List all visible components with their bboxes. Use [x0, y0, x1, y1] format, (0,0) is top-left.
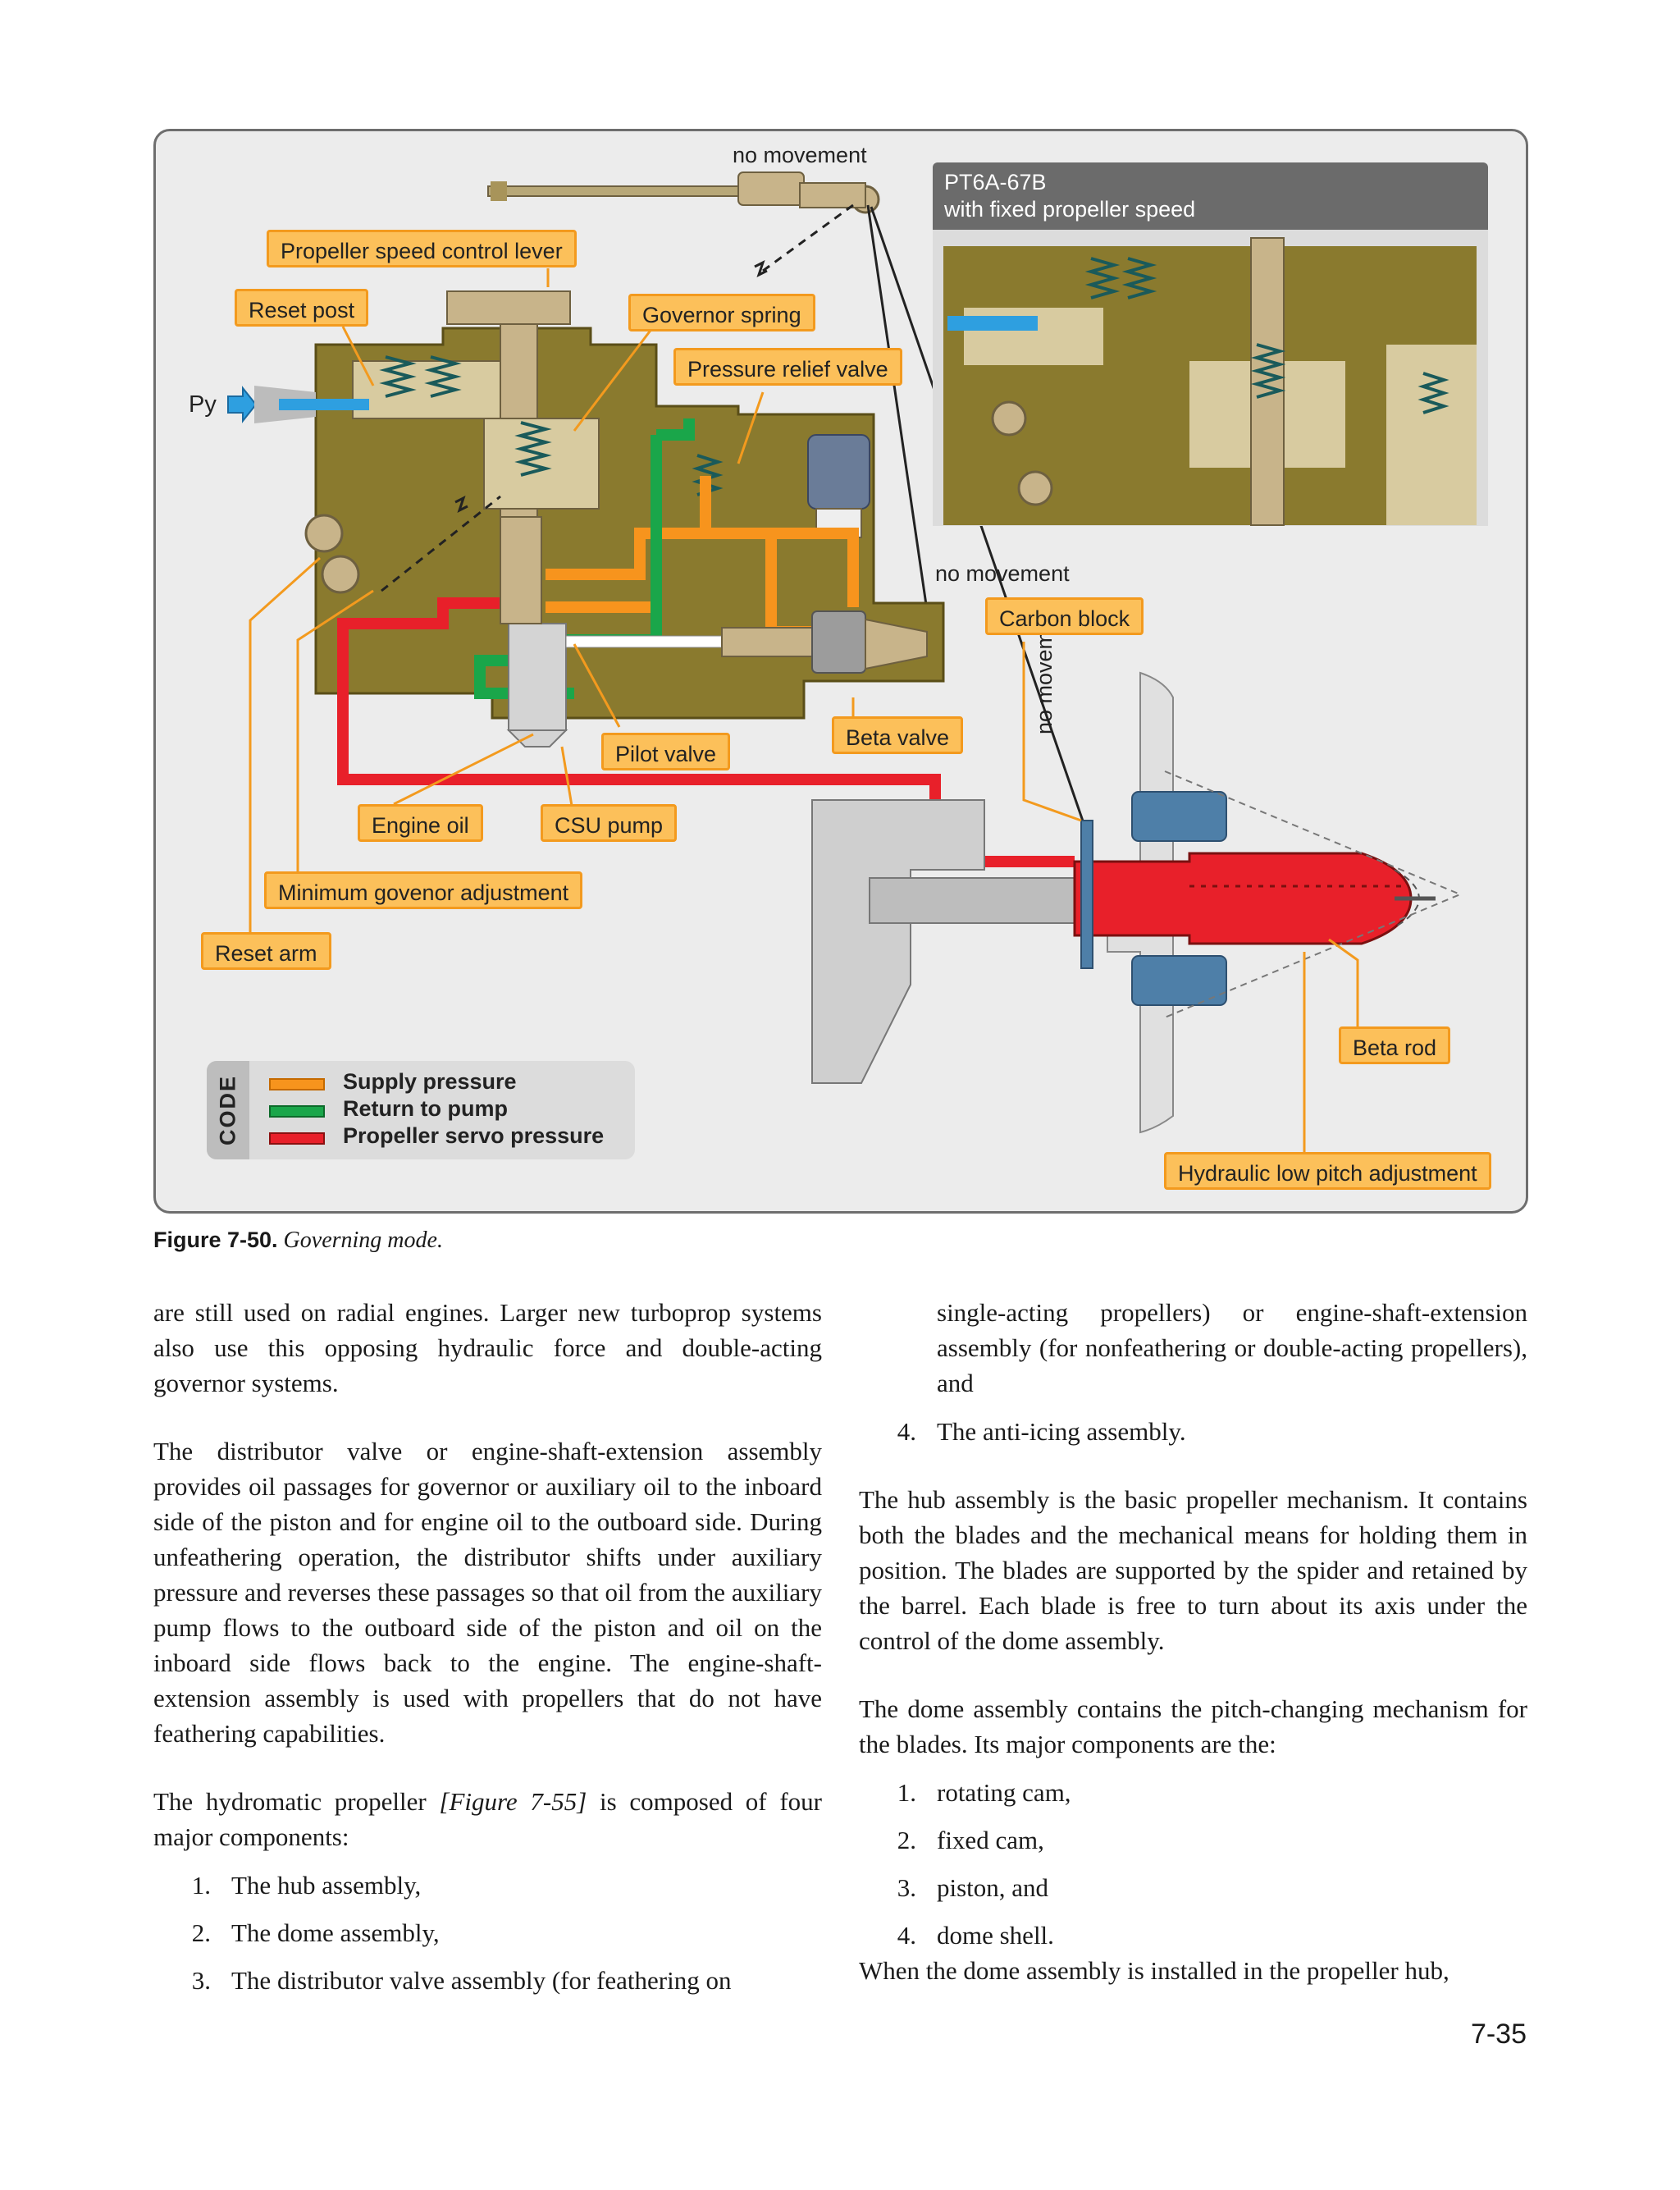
list-text: dome shell.	[937, 1921, 1054, 1950]
legend-label: Return to pump	[343, 1096, 508, 1121]
inset-subtitle: with fixed propeller speed	[944, 197, 1196, 222]
callout-pressure-relief-valve: Pressure relief valve	[673, 348, 902, 386]
callout-engine-oil: Engine oil	[358, 804, 483, 842]
left-paragraph-3-start: The hydromatic propeller	[153, 1787, 440, 1816]
governor-housing	[304, 290, 945, 720]
list-number: 4.	[897, 1417, 916, 1446]
list-item: 2. fixed cam,	[859, 1822, 1527, 1858]
callout-reset-arm: Reset arm	[201, 932, 331, 970]
legend-label: Propeller servo pressure	[343, 1123, 605, 1148]
left-column: are still used on radial engines. Larger…	[153, 1295, 822, 1998]
legend-swatch	[269, 1132, 325, 1145]
list-text: rotating cam,	[937, 1778, 1071, 1807]
list-number: 1.	[897, 1778, 916, 1807]
callout-reset-post: Reset post	[235, 289, 369, 327]
list-item: 4. The anti-icing assembly.	[859, 1414, 1527, 1449]
no-movement-label-mid: no movement	[935, 561, 1070, 586]
figure-caption: Figure 7-50. Governing mode.	[153, 1228, 443, 1254]
propeller-hub	[811, 671, 1463, 1134]
inset-header: PT6A-67B with fixed propeller speed	[933, 162, 1488, 230]
legend-label: Supply pressure	[343, 1069, 517, 1094]
right-column: single-acting propellers) or engine-shaf…	[859, 1295, 1527, 1988]
list-number: 3.	[191, 1966, 211, 1995]
list-text: The distributor valve assembly (for feat…	[231, 1966, 732, 1995]
list-number: 1.	[191, 1871, 211, 1900]
legend-code-tab: CODE	[207, 1061, 249, 1159]
callout-propeller-speed-control-lever: Propeller speed control lever	[267, 230, 577, 267]
list-item: 4. dome shell.	[859, 1918, 1527, 1953]
figure-reference: [Figure 7-55]	[439, 1787, 587, 1816]
py-inlet	[227, 386, 369, 423]
callout-pilot-valve: Pilot valve	[601, 733, 731, 770]
callout-csu-pump: CSU pump	[541, 804, 678, 842]
callout-governor-spring: Governor spring	[628, 294, 815, 331]
list-continuation-text: single-acting propellers) or engine-shaf…	[937, 1298, 1527, 1397]
list-text: The dome assembly,	[231, 1918, 440, 1947]
list-item: 2. The dome assembly,	[153, 1915, 822, 1950]
right-paragraph-2: The dome assembly contains the pitch-cha…	[859, 1694, 1527, 1758]
valves	[500, 516, 928, 748]
left-paragraph-3: The hydromatic propeller [Figure 7-55] i…	[153, 1784, 822, 1854]
callout-minimum-governor-adjustment: Minimum govenor adjustment	[264, 871, 583, 909]
list-number: 2.	[191, 1918, 211, 1947]
list-item: 1. rotating cam,	[859, 1775, 1527, 1810]
no-movement-label-top: no movement	[733, 143, 867, 167]
list-number: 3.	[897, 1873, 916, 1902]
left-paragraph-2: The distributor valve or engine-shaft-ex…	[153, 1437, 822, 1748]
leader-lines	[249, 268, 1359, 1160]
callout-beta-valve: Beta valve	[832, 716, 964, 754]
left-paragraph-3-end: is composed of four major components:	[153, 1787, 822, 1851]
figure-number: Figure 7-50.	[153, 1228, 278, 1252]
list-text: piston, and	[937, 1873, 1049, 1902]
list-item: 3. piston, and	[859, 1870, 1527, 1905]
callout-carbon-block: Carbon block	[985, 597, 1144, 635]
py-label: Py	[189, 391, 217, 418]
legend: CODE Supply pressure Return to pump Prop…	[207, 1061, 635, 1159]
left-paragraph-1: are still used on radial engines. Larger…	[153, 1298, 822, 1397]
callout-hydraulic-low-pitch-adjustment: Hydraulic low pitch adjustment	[1164, 1152, 1491, 1190]
figure-title: Governing mode.	[283, 1228, 443, 1253]
break-marks	[454, 260, 768, 513]
legend-swatch	[269, 1078, 325, 1090]
list-number: 4.	[897, 1921, 916, 1950]
legend-swatch	[269, 1105, 325, 1118]
list-text: The anti-icing assembly.	[937, 1417, 1186, 1446]
governor-diagram	[227, 171, 1488, 1160]
legend-code-label: CODE	[215, 1074, 240, 1146]
inset-panel	[933, 230, 1488, 526]
callout-beta-rod: Beta rod	[1339, 1026, 1451, 1064]
right-paragraph-1: The hub assembly is the basic propeller …	[859, 1485, 1527, 1655]
list-continuation: single-acting propellers) or engine-shaf…	[859, 1295, 1527, 1401]
list-number: 2.	[897, 1826, 916, 1854]
list-item: 3. The distributor valve assembly (for fe…	[153, 1963, 822, 1998]
right-paragraph-3: When the dome assembly is installed in t…	[859, 1956, 1449, 1985]
list-text: The hub assembly,	[231, 1871, 422, 1900]
list-text: fixed cam,	[937, 1826, 1044, 1854]
control-rod	[487, 171, 880, 214]
inset-model: PT6A-67B	[944, 170, 1047, 194]
page-number: 7-35	[1470, 2019, 1527, 2050]
list-item: 1. The hub assembly,	[153, 1868, 822, 1903]
